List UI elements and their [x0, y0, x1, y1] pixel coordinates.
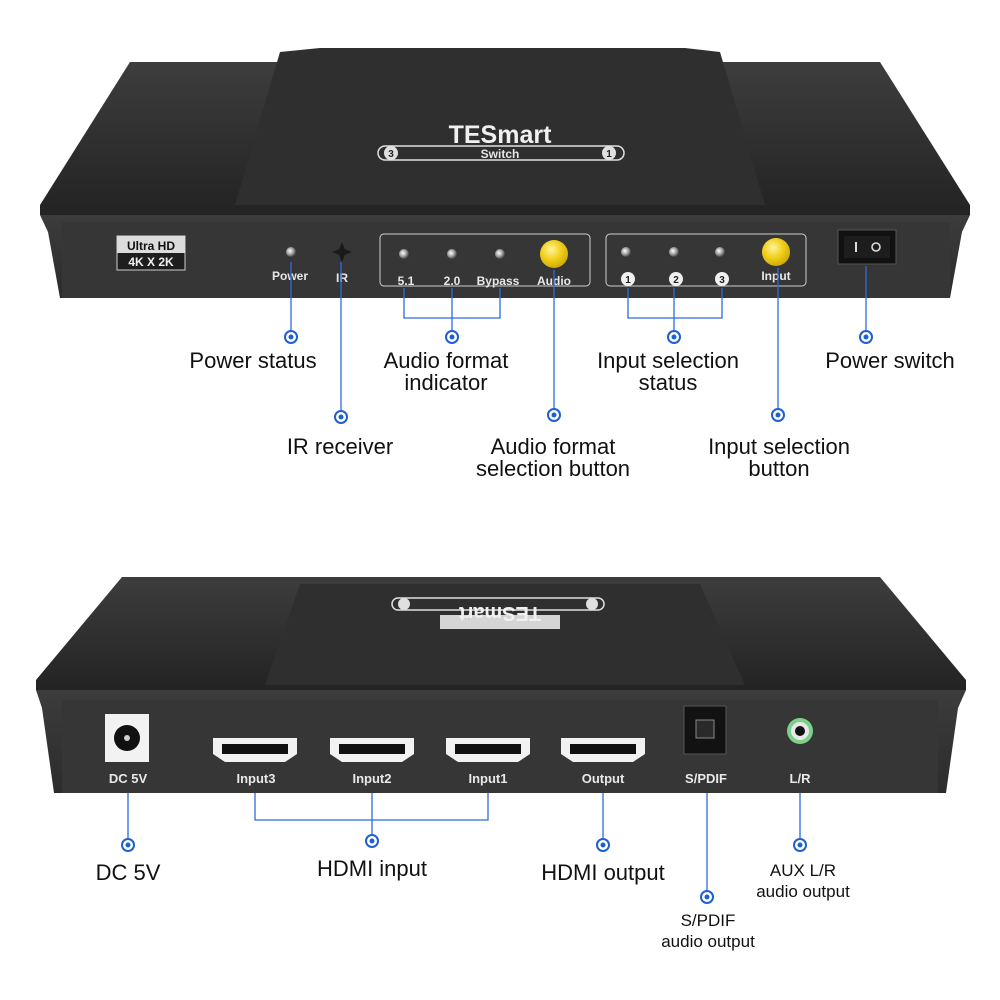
hdmi-input3[interactable]: [213, 738, 297, 762]
audio-group-frame: [379, 233, 591, 287]
brand-subtitle: Switch: [481, 147, 520, 161]
callout-spdif-l2: audio output: [661, 932, 755, 951]
input1-label: Input1: [469, 771, 508, 786]
switch-off-mark-icon: [871, 242, 881, 252]
led-input2-icon: [669, 247, 679, 257]
callout-input-status-l1: Input selection: [597, 348, 739, 373]
ultra-hd-badge: Ultra HD 4K X 2K: [116, 235, 186, 271]
front-callouts: Power status IR receiver Audio format in…: [189, 348, 954, 481]
hdmi-input2[interactable]: [330, 738, 414, 762]
brand-name: TESmart: [449, 121, 552, 149]
led-bypass-icon: [495, 249, 505, 259]
brand-port-left: 3: [388, 149, 394, 160]
callout-input-status-l2: status: [639, 370, 698, 395]
brand-port-right: 1: [606, 149, 612, 160]
badge-line1: Ultra HD: [127, 239, 175, 253]
lr-label: L/R: [790, 771, 812, 786]
brand-name-rear: TESmart: [459, 602, 542, 624]
rear-device: TESmart DC 5V Input3 Input2 Input1 Outpu…: [36, 577, 966, 793]
callout-aux-l2: audio output: [756, 882, 850, 901]
led-5-1-icon: [399, 249, 409, 259]
in1-label: 1: [625, 275, 631, 286]
callout-power-status: Power status: [189, 348, 316, 373]
led-input1-icon: [621, 247, 631, 257]
fmt-5-1-label: 5.1: [398, 274, 415, 288]
in1-badge: [621, 272, 635, 286]
aux-lr-jack[interactable]: [787, 718, 813, 744]
fmt-bypass-label: Bypass: [477, 274, 520, 288]
dc-label: DC 5V: [109, 771, 148, 786]
ir-sensor-icon: [332, 242, 352, 262]
brand-logo-top: TESmart 3 1 Switch: [377, 121, 625, 161]
input3-label: Input3: [237, 771, 276, 786]
rear-callout-dots: [121, 834, 807, 904]
brand-logo-rear: [391, 597, 605, 629]
output-label: Output: [582, 771, 625, 786]
callout-input-button-l1: Input selection: [708, 434, 850, 459]
callout-audio-button-l1: Audio format: [491, 434, 616, 459]
callout-aux-l1: AUX L/R: [770, 861, 836, 880]
callout-input-button-l2: button: [748, 456, 809, 481]
input-group-frame: [605, 233, 807, 287]
callout-audio-button-l2: selection button: [476, 456, 630, 481]
audio-button[interactable]: [540, 240, 568, 268]
power-switch[interactable]: [837, 229, 897, 265]
front-top-raised: [235, 48, 765, 205]
front-panel-inset: [62, 222, 950, 298]
callout-audio-indicator-l1: Audio format: [384, 348, 509, 373]
callout-dc-5v: DC 5V: [96, 860, 161, 885]
spdif-port[interactable]: [683, 705, 727, 755]
in2-badge: [669, 272, 683, 286]
rear-top-raised: [265, 584, 745, 685]
in3-badge: [715, 272, 729, 286]
spdif-label: S/PDIF: [685, 771, 727, 786]
input-button-label: Input: [761, 269, 790, 283]
in3-label: 3: [719, 275, 725, 286]
in2-label: 2: [673, 275, 679, 286]
fmt-2-0-label: 2.0: [444, 274, 461, 288]
hdmi-input1[interactable]: [446, 738, 530, 762]
callout-power-switch: Power switch: [825, 348, 955, 373]
input2-label: Input2: [353, 771, 392, 786]
led-input3-icon: [715, 247, 725, 257]
badge-top-band: [117, 236, 185, 253]
led-2-0-icon: [447, 249, 457, 259]
callout-hdmi-input: HDMI input: [317, 856, 427, 881]
front-callout-dots: [284, 330, 873, 424]
rear-callout-lines: [127, 793, 801, 897]
badge-line2: 4K X 2K: [128, 255, 174, 269]
power-led-icon: [286, 247, 296, 257]
power-switch-rocker: [844, 236, 890, 258]
input-button[interactable]: [762, 238, 790, 266]
power-label: Power: [272, 269, 308, 283]
front-device: TESmart 3 1 Switch Ultra HD 4K X 2K Powe…: [40, 48, 970, 298]
brand-subtitle-frame: [377, 145, 625, 161]
callout-spdif-l1: S/PDIF: [681, 911, 736, 930]
brand-port-right-circle: [602, 146, 616, 160]
ir-label: IR: [336, 271, 348, 285]
callout-hdmi-output: HDMI output: [541, 860, 665, 885]
front-callout-lines: [290, 262, 867, 417]
callout-ir-receiver: IR receiver: [287, 434, 393, 459]
hdmi-output[interactable]: [561, 738, 645, 762]
rear-callouts: DC 5V HDMI input HDMI output S/PDIF audi…: [96, 856, 850, 951]
brand-port-left-circle: [384, 146, 398, 160]
callout-audio-indicator-l2: indicator: [404, 370, 487, 395]
